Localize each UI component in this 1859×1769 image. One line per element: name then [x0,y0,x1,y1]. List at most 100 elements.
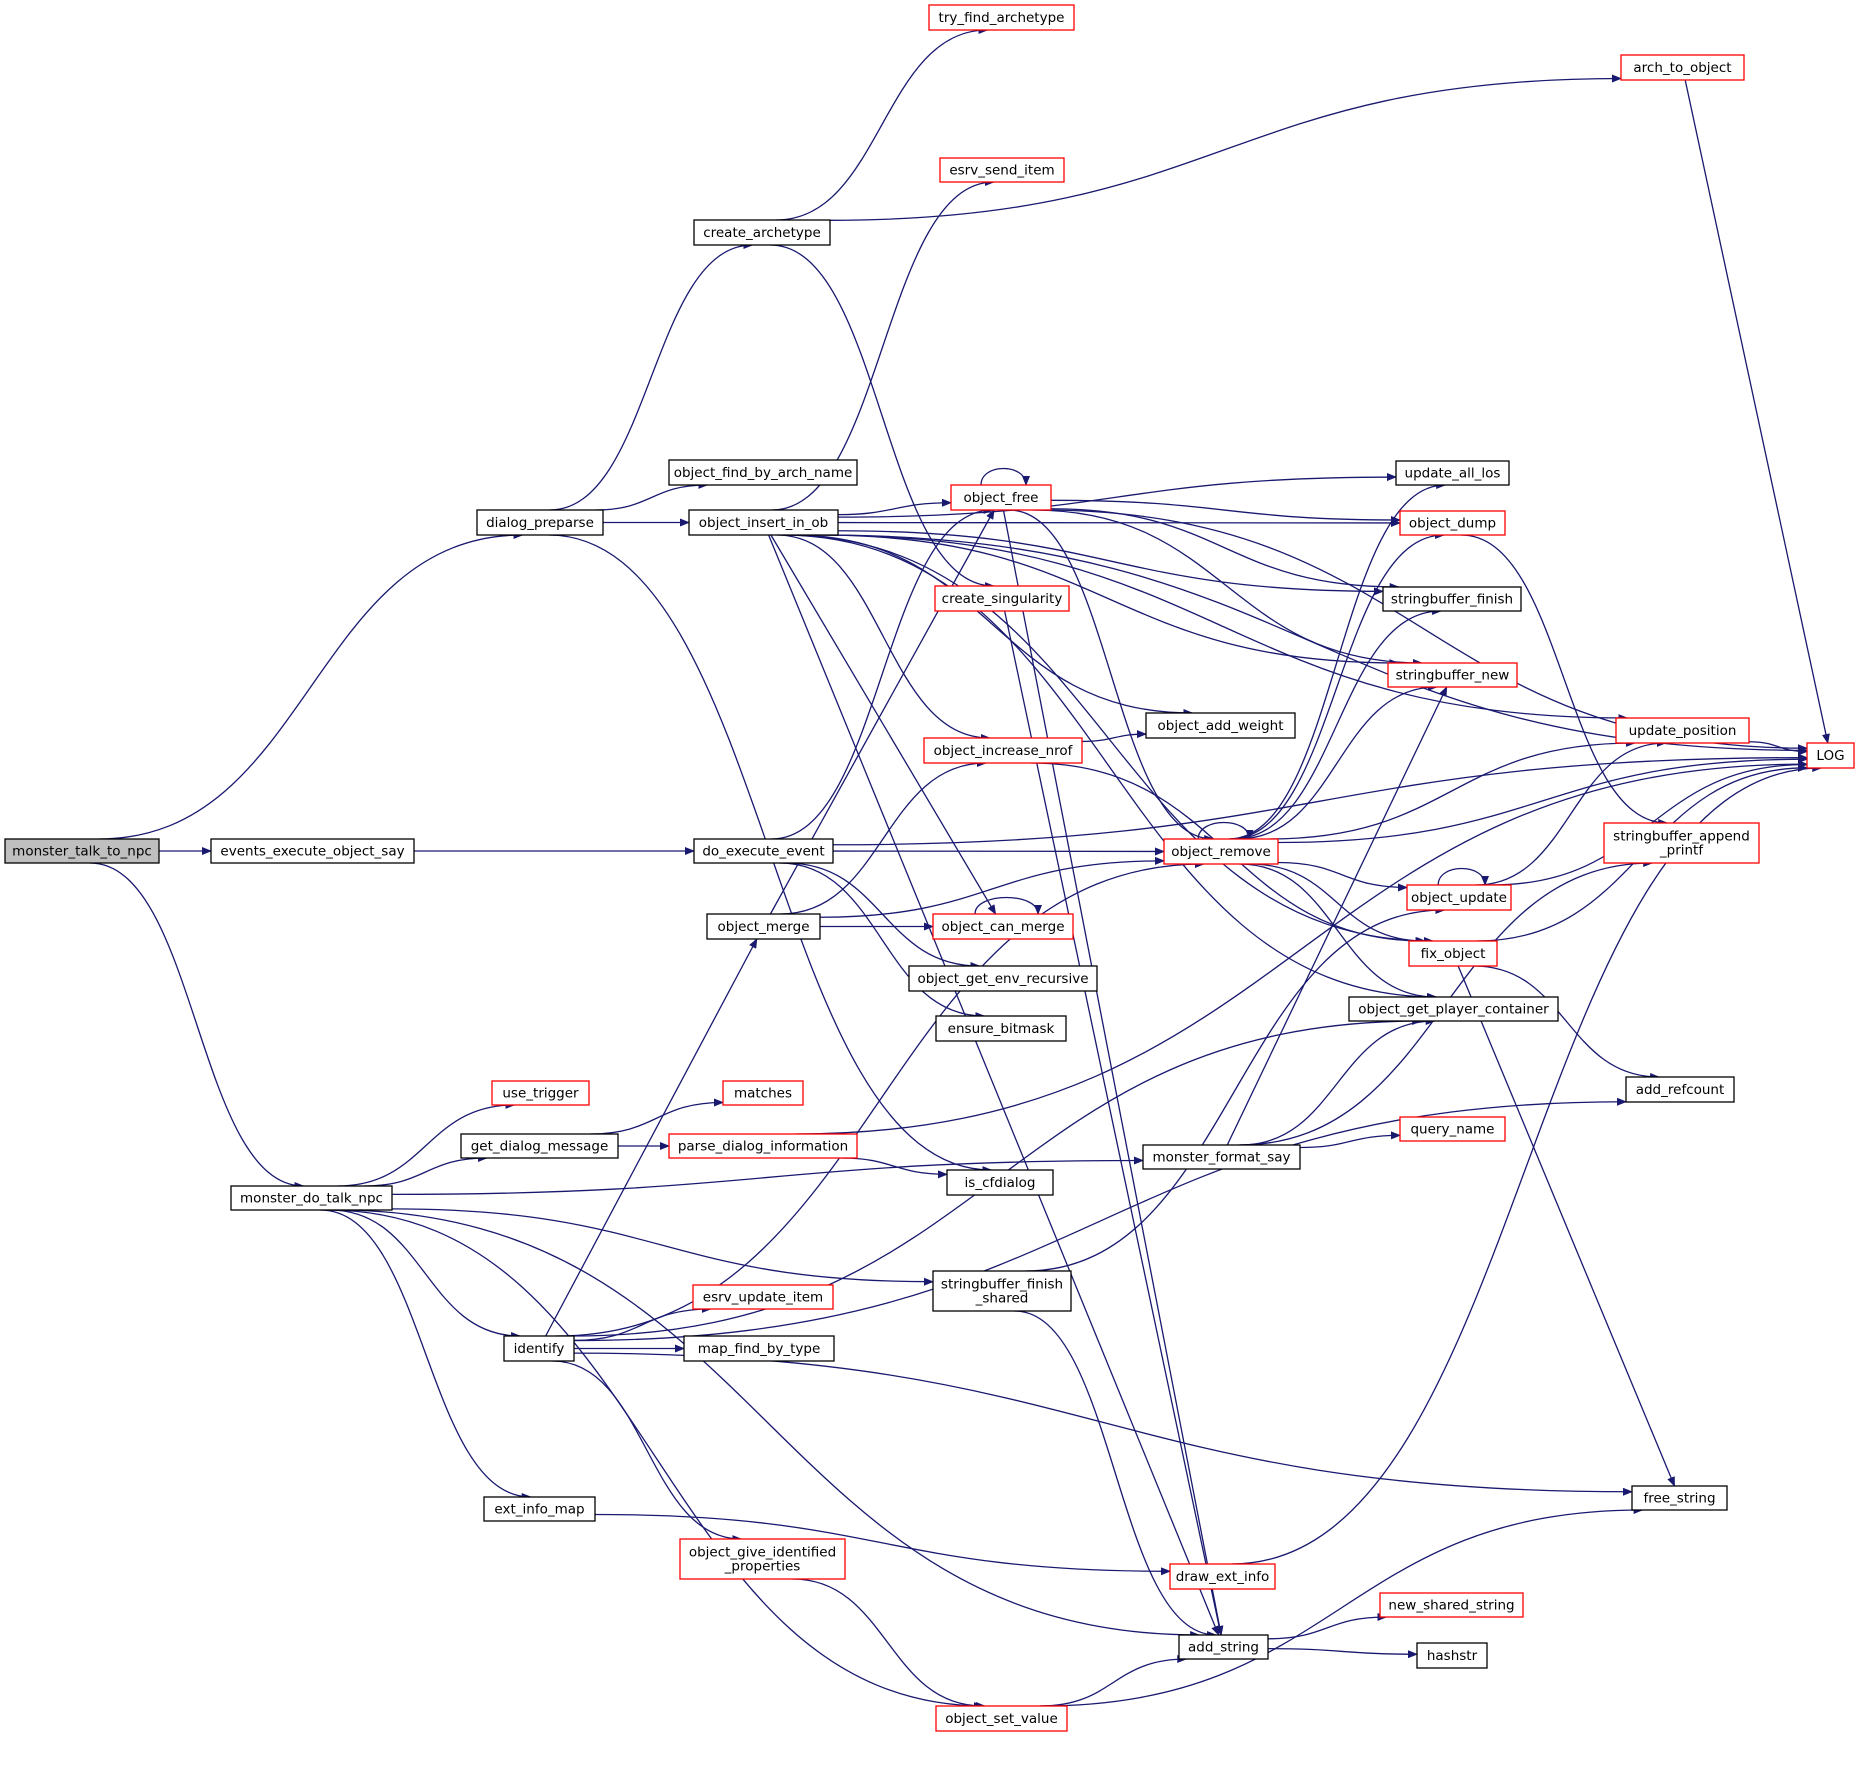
edge-object_free-to-stringbuffer_new [1032,509,1423,667]
edge-object_can_merge-to-object_can_merge [974,896,1042,915]
node-box [230,1185,393,1211]
node-identify[interactable]: identify [503,1335,575,1362]
node-create_singularity[interactable]: create_singularity [934,585,1070,612]
node-label: create_archetype [703,225,821,241]
node-box [1178,1634,1269,1660]
node-object_merge[interactable]: object_merge [706,913,821,940]
node-box [688,509,839,536]
node-label: new_shared_string [1388,1598,1514,1614]
node-get_dialog_message[interactable]: get_dialog_message [460,1133,619,1159]
node-object_insert_in_ob[interactable]: object_insert_in_ob [688,509,839,536]
node-create_archetype[interactable]: create_archetype [693,219,831,246]
node-box [935,1705,1068,1732]
node-box [693,219,831,246]
node-query_name[interactable]: query_name [1399,1116,1506,1142]
node-box [668,1133,858,1159]
node-box [722,1080,804,1106]
node-object_update[interactable]: object_update [1406,884,1512,911]
node-add_string[interactable]: add_string [1178,1634,1269,1660]
node-draw_ext_info[interactable]: draw_ext_info [1169,1563,1276,1590]
node-object_dump[interactable]: object_dump [1399,510,1506,536]
node-ext_info_map[interactable]: ext_info_map [483,1496,596,1522]
node-esrv_send_item[interactable]: esrv_send_item [939,157,1065,183]
node-monster_talk_to_npc[interactable]: monster_talk_to_npc [4,838,160,864]
edge-monster_format_say-to-object_get_player_container [1240,1017,1436,1146]
node-do_execute_event[interactable]: do_execute_event [693,838,834,864]
node-label: object_merge [718,919,810,935]
node-try_find_archetype[interactable]: try_find_archetype [928,4,1075,31]
edge-create_singularity-to-add_string [1004,610,1224,1636]
node-object_set_value[interactable]: object_set_value [935,1705,1068,1732]
node-free_string[interactable]: free_string [1631,1485,1728,1511]
node-object_add_weight[interactable]: object_add_weight [1145,712,1296,739]
node-box [946,1169,1054,1196]
node-object_free[interactable]: object_free [950,484,1052,511]
edge-stringbuffer_finish_shared-to-add_string [1014,1310,1218,1639]
node-update_all_los[interactable]: update_all_los [1395,460,1510,486]
node-label: monster_format_say [1153,1150,1291,1166]
edge-object_remove-to-object_dump [1229,531,1446,840]
edge-identify-to-add_refcount [573,1097,1627,1342]
node-label: identify [514,1341,565,1357]
node-label: hashstr [1427,1648,1478,1664]
node-object_find_by_arch_name[interactable]: object_find_by_arch_name [668,459,858,486]
node-label: update_all_los [1405,466,1501,482]
node-monster_do_talk_npc[interactable]: monster_do_talk_npc [230,1185,393,1211]
edge-monster_do_talk_npc-to-use_trigger [337,1101,516,1187]
node-is_cfdialog[interactable]: is_cfdialog [946,1169,1054,1196]
edge-identify-to-free_string [573,1352,1633,1496]
node-label: object_set_value [945,1711,1058,1727]
node-label: events_execute_object_say [220,844,404,860]
node-events_execute_object_say[interactable]: events_execute_object_say [210,838,415,864]
edge-fix_object-to-free_string [1457,965,1676,1487]
node-object_increase_nrof[interactable]: object_increase_nrof [923,737,1083,764]
node-label: object_get_player_container [1358,1002,1549,1018]
node-add_refcount[interactable]: add_refcount [1625,1076,1735,1103]
node-object_get_env_recursive[interactable]: object_get_env_recursive [908,965,1098,992]
node-dialog_preparse[interactable]: dialog_preparse [476,509,604,536]
node-box [932,913,1074,940]
node-label: free_string [1643,1491,1715,1507]
node-hashstr[interactable]: hashstr [1416,1642,1488,1669]
node-monster_format_say[interactable]: monster_format_say [1142,1144,1301,1170]
node-box [210,838,415,864]
node-object_can_merge[interactable]: object_can_merge [932,913,1074,940]
node-box [476,509,604,536]
node-LOG[interactable]: LOG [1806,742,1855,769]
edge-add_string-to-new_shared_string [1267,1613,1388,1640]
edge-monster_talk_to_npc-to-monster_do_talk_npc [89,862,305,1190]
node-label: query_name [1410,1122,1494,1138]
edge-identify-to-esrv_update_item [573,1305,712,1342]
edge-object_free-to-object_free [980,467,1030,486]
node-object_remove[interactable]: object_remove [1163,838,1279,865]
node-fix_object[interactable]: fix_object [1408,940,1498,967]
node-stringbuffer_finish_shared[interactable]: stringbuffer_finish_shared [932,1270,1072,1312]
node-new_shared_string[interactable]: new_shared_string [1379,1592,1524,1618]
node-update_position[interactable]: update_position [1615,717,1750,744]
edge-object_insert_in_ob-to-object_free [837,498,952,516]
node-matches[interactable]: matches [722,1080,804,1106]
node-stringbuffer_append_printf[interactable]: stringbuffer_append_printf [1603,822,1760,864]
node-box [692,1284,834,1310]
node-object_get_player_container[interactable]: object_get_player_container [1348,996,1559,1022]
node-label: dialog_preparse [486,515,594,531]
node-label: fix_object [1421,946,1486,962]
edge-object_insert_in_ob-to-object_increase_nrof [776,534,991,742]
node-stringbuffer_finish[interactable]: stringbuffer_finish [1382,586,1522,612]
edge-object_remove-to-stringbuffer_new [1237,683,1438,840]
node-map_find_by_type[interactable]: map_find_by_type [683,1335,835,1362]
node-object_give_identified_properties[interactable]: object_give_identified_properties [679,1538,846,1580]
node-box [1399,1116,1506,1142]
node-parse_dialog_information[interactable]: parse_dialog_information [668,1133,858,1159]
edge-object_remove-to-object_remove [1197,821,1254,840]
node-ensure_bitmask[interactable]: ensure_bitmask [935,1015,1067,1042]
node-box [706,913,821,940]
node-label: is_cfdialog [965,1175,1036,1191]
node-use_trigger[interactable]: use_trigger [491,1080,590,1106]
node-stringbuffer_new[interactable]: stringbuffer_new [1387,662,1518,688]
node-arch_to_object[interactable]: arch_to_object [1620,54,1745,81]
node-esrv_update_item[interactable]: esrv_update_item [692,1284,834,1310]
node-box [1145,712,1296,739]
node-label: matches [734,1086,792,1102]
edge-object_insert_in_ob-to-update_position [818,534,1629,722]
